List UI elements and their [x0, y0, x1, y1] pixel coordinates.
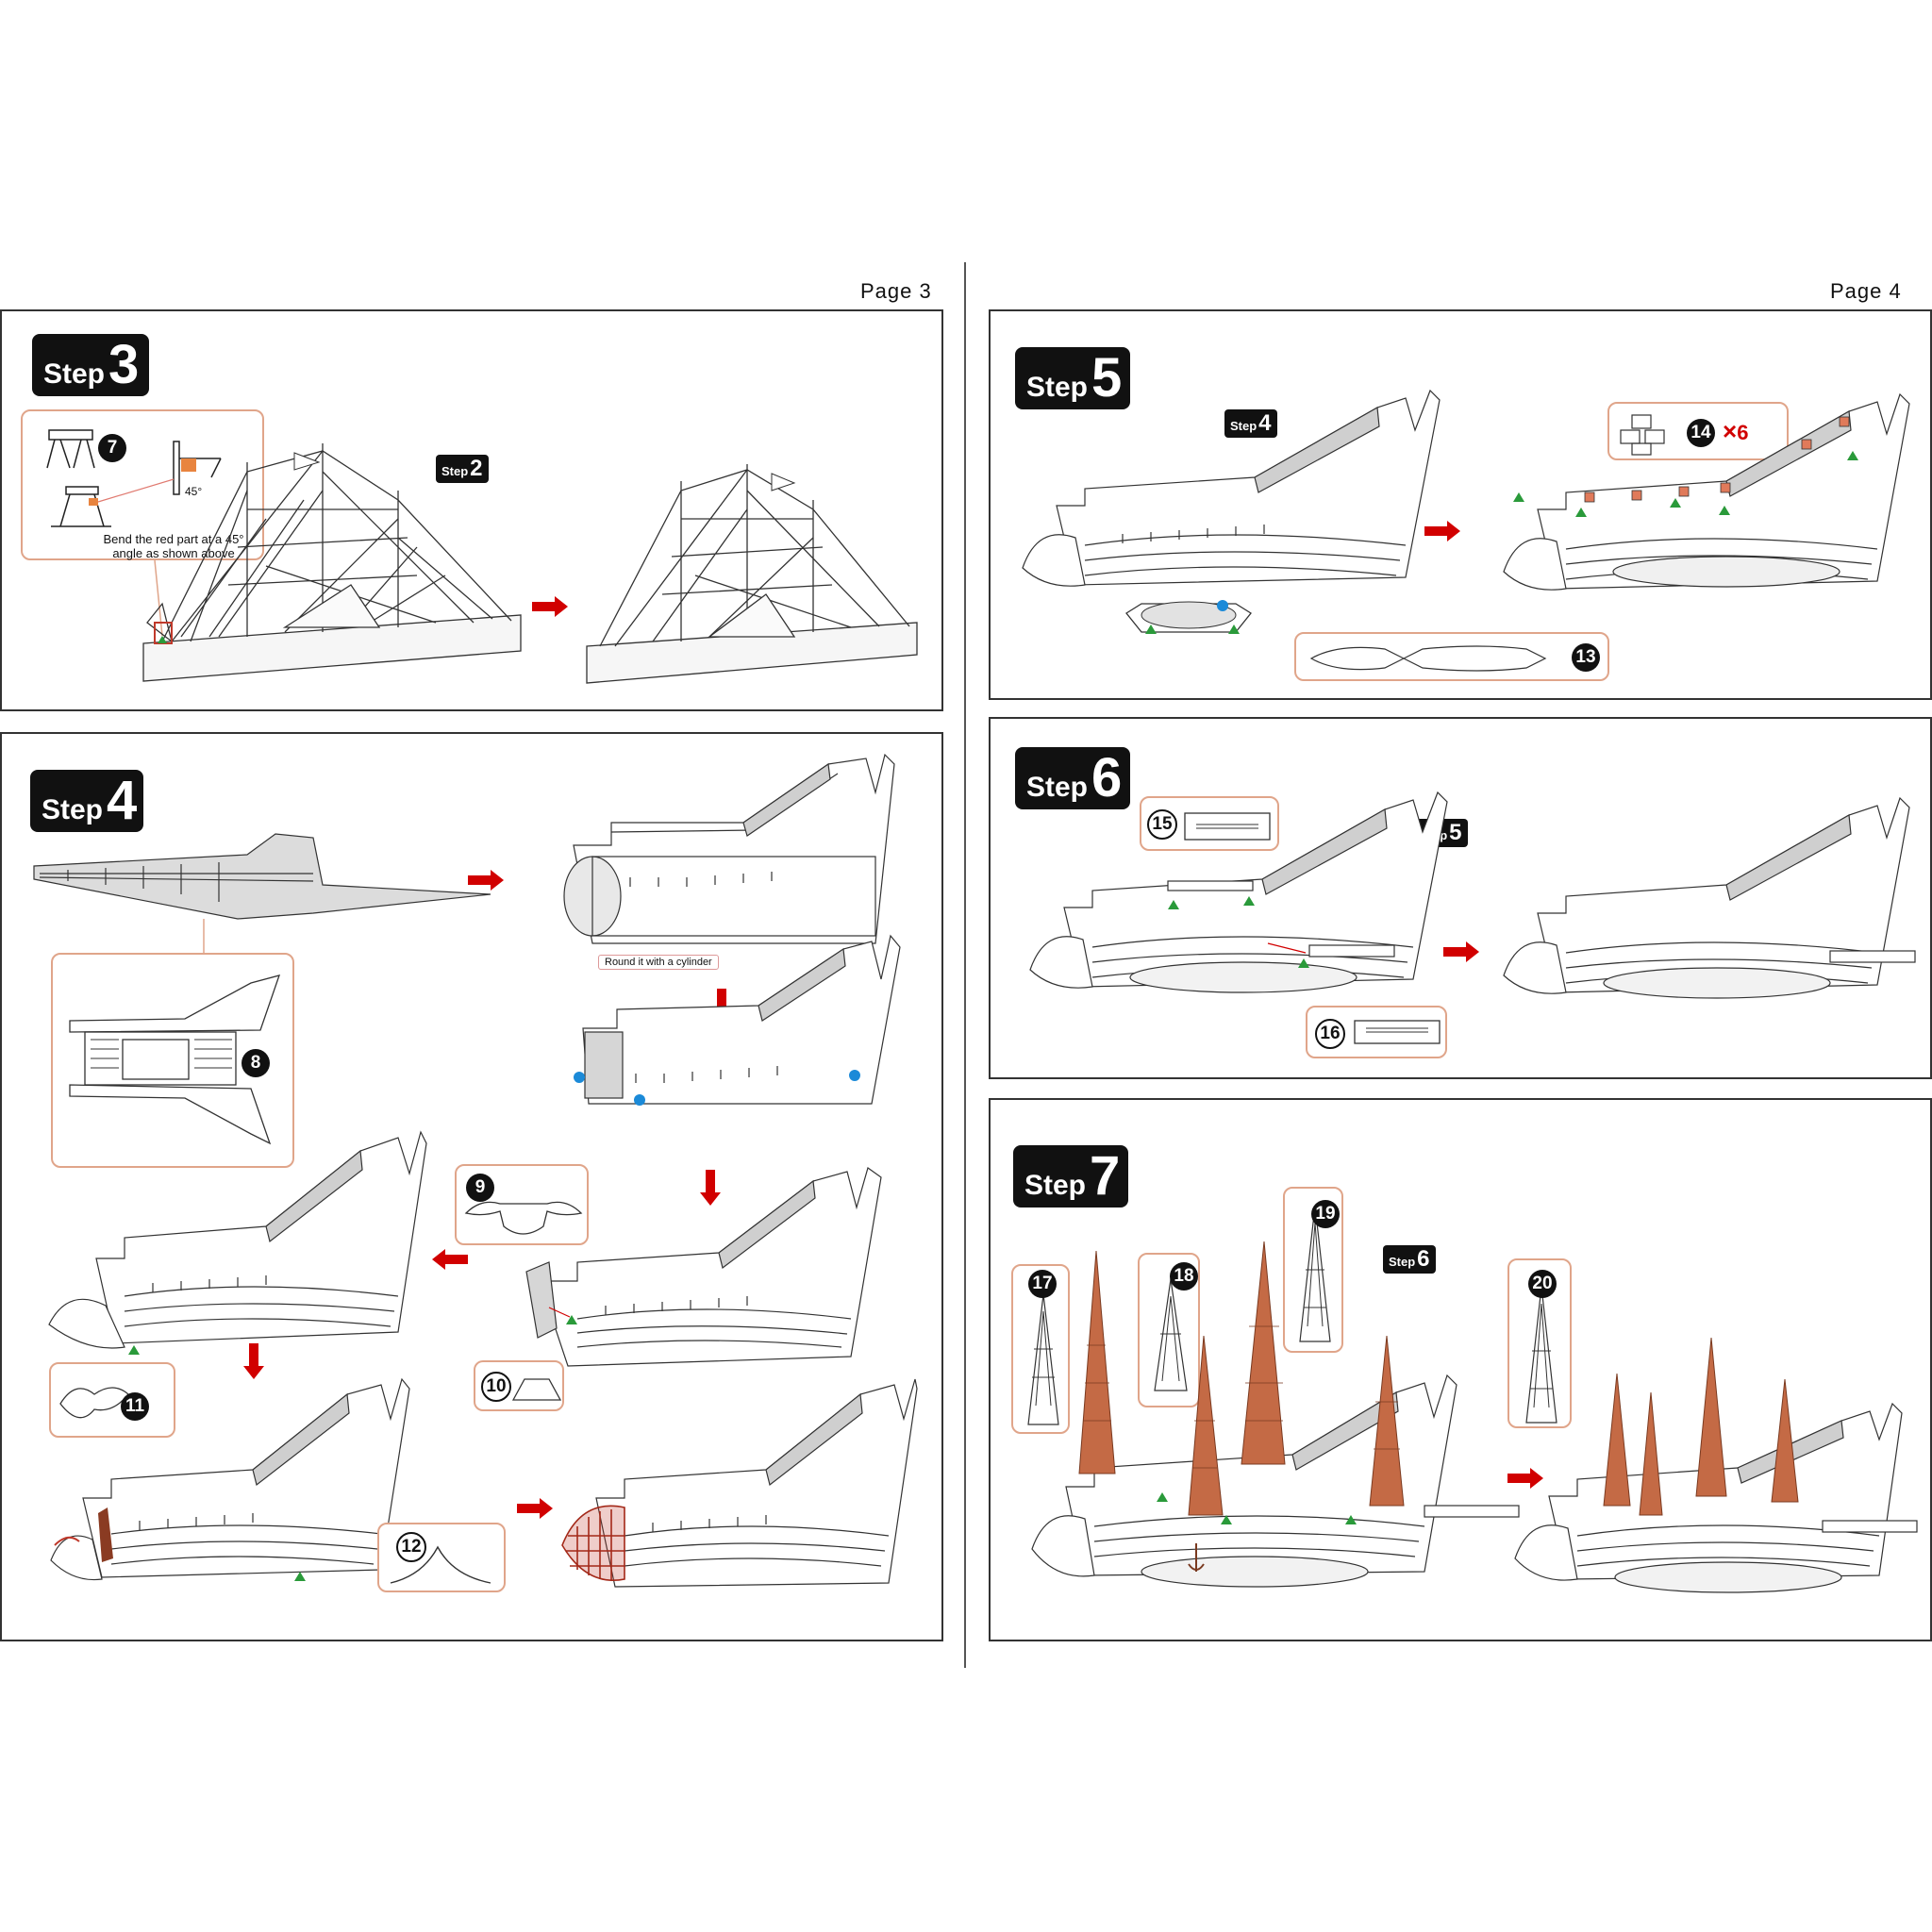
ship-hull-step6-before-illustration	[1029, 791, 1448, 993]
part-8-label: 8	[242, 1049, 270, 1077]
part-13-label: 13	[1572, 643, 1600, 672]
part-12-callout: 12	[377, 1523, 506, 1592]
red-arrow-right	[532, 596, 568, 617]
red-arrow-right	[517, 1498, 553, 1519]
red-arrow-left	[432, 1249, 468, 1270]
angle-label: 45°	[185, 485, 203, 498]
part-12-plate-illustration	[390, 1545, 491, 1584]
hull-with-stern-illustration	[525, 1167, 882, 1367]
part-19-label: 19	[1311, 1200, 1340, 1228]
hull-with-figurehead-illustration	[50, 1377, 410, 1581]
part-14-label: 14	[1687, 419, 1715, 447]
part-11-label: 11	[121, 1392, 149, 1421]
part-9-label: 9	[466, 1174, 494, 1202]
part-9-stern-plate-illustration	[464, 1201, 583, 1235]
part-18-callout: 18	[1138, 1253, 1200, 1407]
part-19-mast-illustration	[1299, 1205, 1331, 1342]
ship-hull-step6-after-illustration	[1503, 796, 1916, 999]
ship-hull-step5-before-illustration	[1022, 389, 1441, 587]
part-18-label: 18	[1170, 1262, 1198, 1291]
round-cylinder-note: Round it with a cylinder	[598, 955, 719, 970]
page-number-right: Page 4	[1830, 279, 1902, 303]
part-13-callout: 13	[1294, 632, 1609, 681]
part-15-label: 15	[1147, 809, 1177, 840]
page-number-left: Page 3	[860, 279, 932, 303]
part-20-callout: 20	[1507, 1258, 1572, 1428]
red-arrow-right	[1424, 521, 1460, 541]
page-divider	[964, 262, 966, 1668]
part-18-mast-illustration	[1154, 1278, 1188, 1391]
ship-rigging-before-illustration	[142, 443, 522, 682]
part-16-label: 16	[1315, 1019, 1345, 1049]
part-16-rail-illustration	[1354, 1020, 1441, 1044]
part-14-gun-port-illustration	[1620, 414, 1665, 456]
part-13-keel-illustration	[1125, 600, 1252, 634]
part-19-callout: 19	[1283, 1187, 1343, 1353]
part-16-callout: 16	[1306, 1006, 1447, 1058]
hull-with-bow-illustration	[48, 1130, 427, 1355]
part-20-label: 20	[1528, 1270, 1557, 1298]
hull-sides-joined-illustration	[574, 934, 901, 1106]
part-17-mast-illustration	[1027, 1293, 1059, 1425]
part-15-rail-illustration	[1184, 812, 1271, 841]
part-10-plate-illustration	[511, 1378, 562, 1401]
ship-with-masts-before-illustration	[1031, 1241, 1520, 1588]
hull-rolled-cylinder-illustration	[563, 753, 895, 944]
part-8-deck-frame-illustration	[69, 974, 281, 1145]
part-10-callout: 10	[474, 1360, 564, 1411]
part-13-strip-illustration	[1309, 645, 1547, 672]
hull-completed-step4-illustration	[561, 1378, 918, 1588]
red-arrow-down	[700, 1170, 721, 1206]
red-arrow-down	[243, 1343, 264, 1379]
ship-with-masts-after-illustration	[1514, 1337, 1918, 1593]
part-8-callout: 8	[51, 953, 294, 1168]
part-20-mast-illustration	[1525, 1286, 1557, 1424]
part-10-label: 10	[481, 1372, 511, 1402]
quantity-label: ×6	[1723, 417, 1749, 445]
part-9-callout: 9	[455, 1164, 589, 1245]
part-17-callout: 17	[1011, 1264, 1070, 1434]
part-15-callout: 15	[1140, 796, 1279, 851]
part-17-label: 17	[1028, 1270, 1057, 1298]
ship-rigging-after-illustration	[586, 464, 918, 684]
part-7-callout: 7 45° Bend the red part at a 45° angle a…	[21, 409, 264, 560]
ship-hull-step5-after-illustration	[1503, 392, 1910, 591]
part-11-callout: 11	[49, 1362, 175, 1438]
part-7-bracket-illustration	[46, 429, 222, 527]
part-14-callout: 14 ×6	[1607, 402, 1789, 460]
flat-deck-sheet-illustration	[33, 833, 491, 920]
part-12-label: 12	[396, 1532, 426, 1562]
red-arrow-right	[1507, 1468, 1543, 1489]
red-arrow-right	[468, 870, 504, 891]
red-arrow-right	[1443, 941, 1479, 962]
part-7-label: 7	[98, 434, 126, 462]
